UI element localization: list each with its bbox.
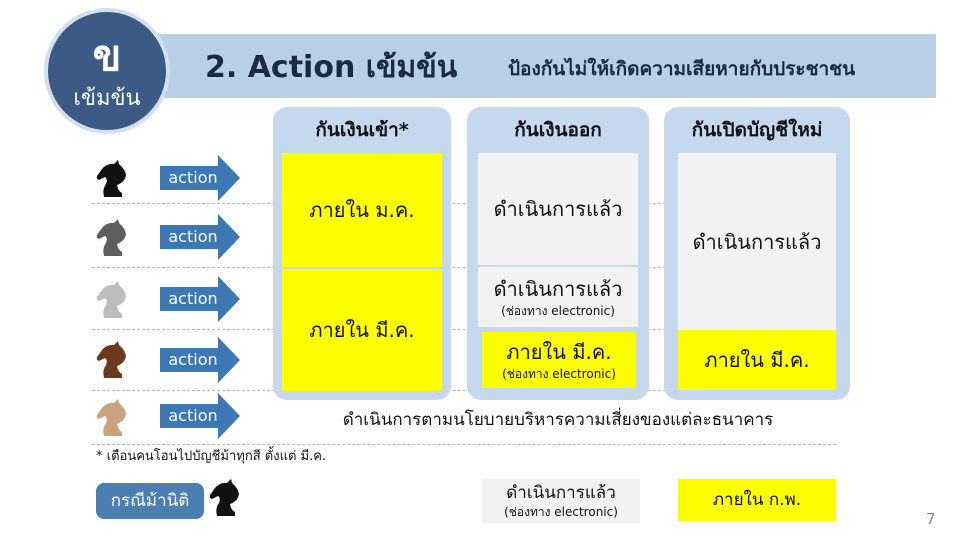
- row-divider: [92, 203, 836, 204]
- action-label: action: [168, 406, 218, 425]
- horse-light-gray-icon: [96, 281, 126, 318]
- cell-new-account-bottom: ภายใน มี.ค.: [678, 330, 836, 390]
- bottom-deadline-box: ภายใน ก.พ.: [678, 479, 836, 521]
- cell-text: ดำเนินการแล้ว: [493, 277, 623, 301]
- badge-text: เข้มข้น: [73, 86, 141, 111]
- page-number: 7: [926, 510, 936, 528]
- row-divider: [92, 267, 836, 268]
- action-arrow-row2: action: [160, 214, 240, 260]
- cell-money-out-top: ดำเนินการแล้ว: [478, 153, 638, 265]
- cell-new-account-top: ดำเนินการแล้ว: [678, 153, 836, 330]
- column-header-money-out: กันเงินออก: [514, 119, 602, 141]
- cell-text: ภายใน ม.ค.: [309, 198, 415, 222]
- cell-text: ภายใน มี.ค.: [704, 348, 810, 372]
- cell-money-out-bottom: ภายใน มี.ค. (ช่องทาง electronic): [482, 332, 636, 388]
- row-divider: [92, 390, 836, 391]
- row-divider: [92, 444, 836, 445]
- action-label: action: [168, 350, 218, 369]
- action-arrow-row1: action: [160, 155, 240, 201]
- action-label: action: [168, 168, 218, 187]
- cell-money-in-top: ภายใน ม.ค.: [282, 153, 442, 267]
- cell-text: ภายใน ก.พ.: [712, 490, 802, 510]
- horse-brown-icon: [96, 341, 126, 378]
- cell-subtext: (ช่องทาง electronic): [501, 304, 615, 318]
- column-header-new-account: กันเปิดบัญชีใหม่: [691, 119, 823, 141]
- page-title: 2. Action เข้มข้น: [205, 50, 458, 85]
- cell-subtext: (ช่องทาง electronic): [502, 367, 616, 381]
- horse-black-icon: [209, 479, 239, 516]
- bottom-done-box: ดำเนินการแล้ว (ช่องทาง electronic): [482, 479, 640, 523]
- action-label: action: [168, 289, 218, 308]
- cell-text: ภายใน มี.ค.: [506, 340, 612, 364]
- header-banner: [150, 34, 936, 98]
- cell-text: ดำเนินการแล้ว: [692, 229, 822, 254]
- action-arrow-row4: action: [160, 337, 240, 383]
- horse-black-icon: [96, 160, 126, 197]
- horse-gray-icon: [96, 219, 126, 256]
- cell-money-out-mid: ดำเนินการแล้ว (ช่องทาง electronic): [478, 267, 638, 327]
- cell-subtext: (ช่องทาง electronic): [504, 505, 618, 519]
- cell-text: ภายใน มี.ค.: [309, 318, 415, 342]
- column-header-money-in: กันเงินเข้า*: [315, 119, 409, 141]
- juristic-mule-case-label: กรณีม้านิติ: [96, 483, 204, 519]
- page-subtitle: ป้องกันไม่ให้เกิดความเสียหายกับประชาชน: [508, 58, 856, 80]
- footnote: * เตือนคนโอนไปบัญชีม้าทุกสี ตั้งแต่ มี.ค…: [96, 449, 327, 464]
- action-label: action: [168, 227, 218, 246]
- risk-policy-text: ดำเนินการตามนโยบายบริหารความเสี่ยงของแต่…: [342, 410, 774, 430]
- badge-letter: ข: [92, 31, 122, 80]
- level-badge: ข เข้มข้น: [48, 12, 166, 130]
- action-arrow-row5: action: [160, 393, 240, 439]
- horse-tan-icon: [96, 399, 126, 436]
- row-divider: [92, 329, 836, 330]
- cell-money-in-bottom: ภายใน มี.ค.: [282, 269, 442, 391]
- action-arrow-row3: action: [160, 276, 240, 322]
- cell-text: ดำเนินการแล้ว: [493, 197, 623, 221]
- cell-text: ดำเนินการแล้ว: [506, 483, 616, 503]
